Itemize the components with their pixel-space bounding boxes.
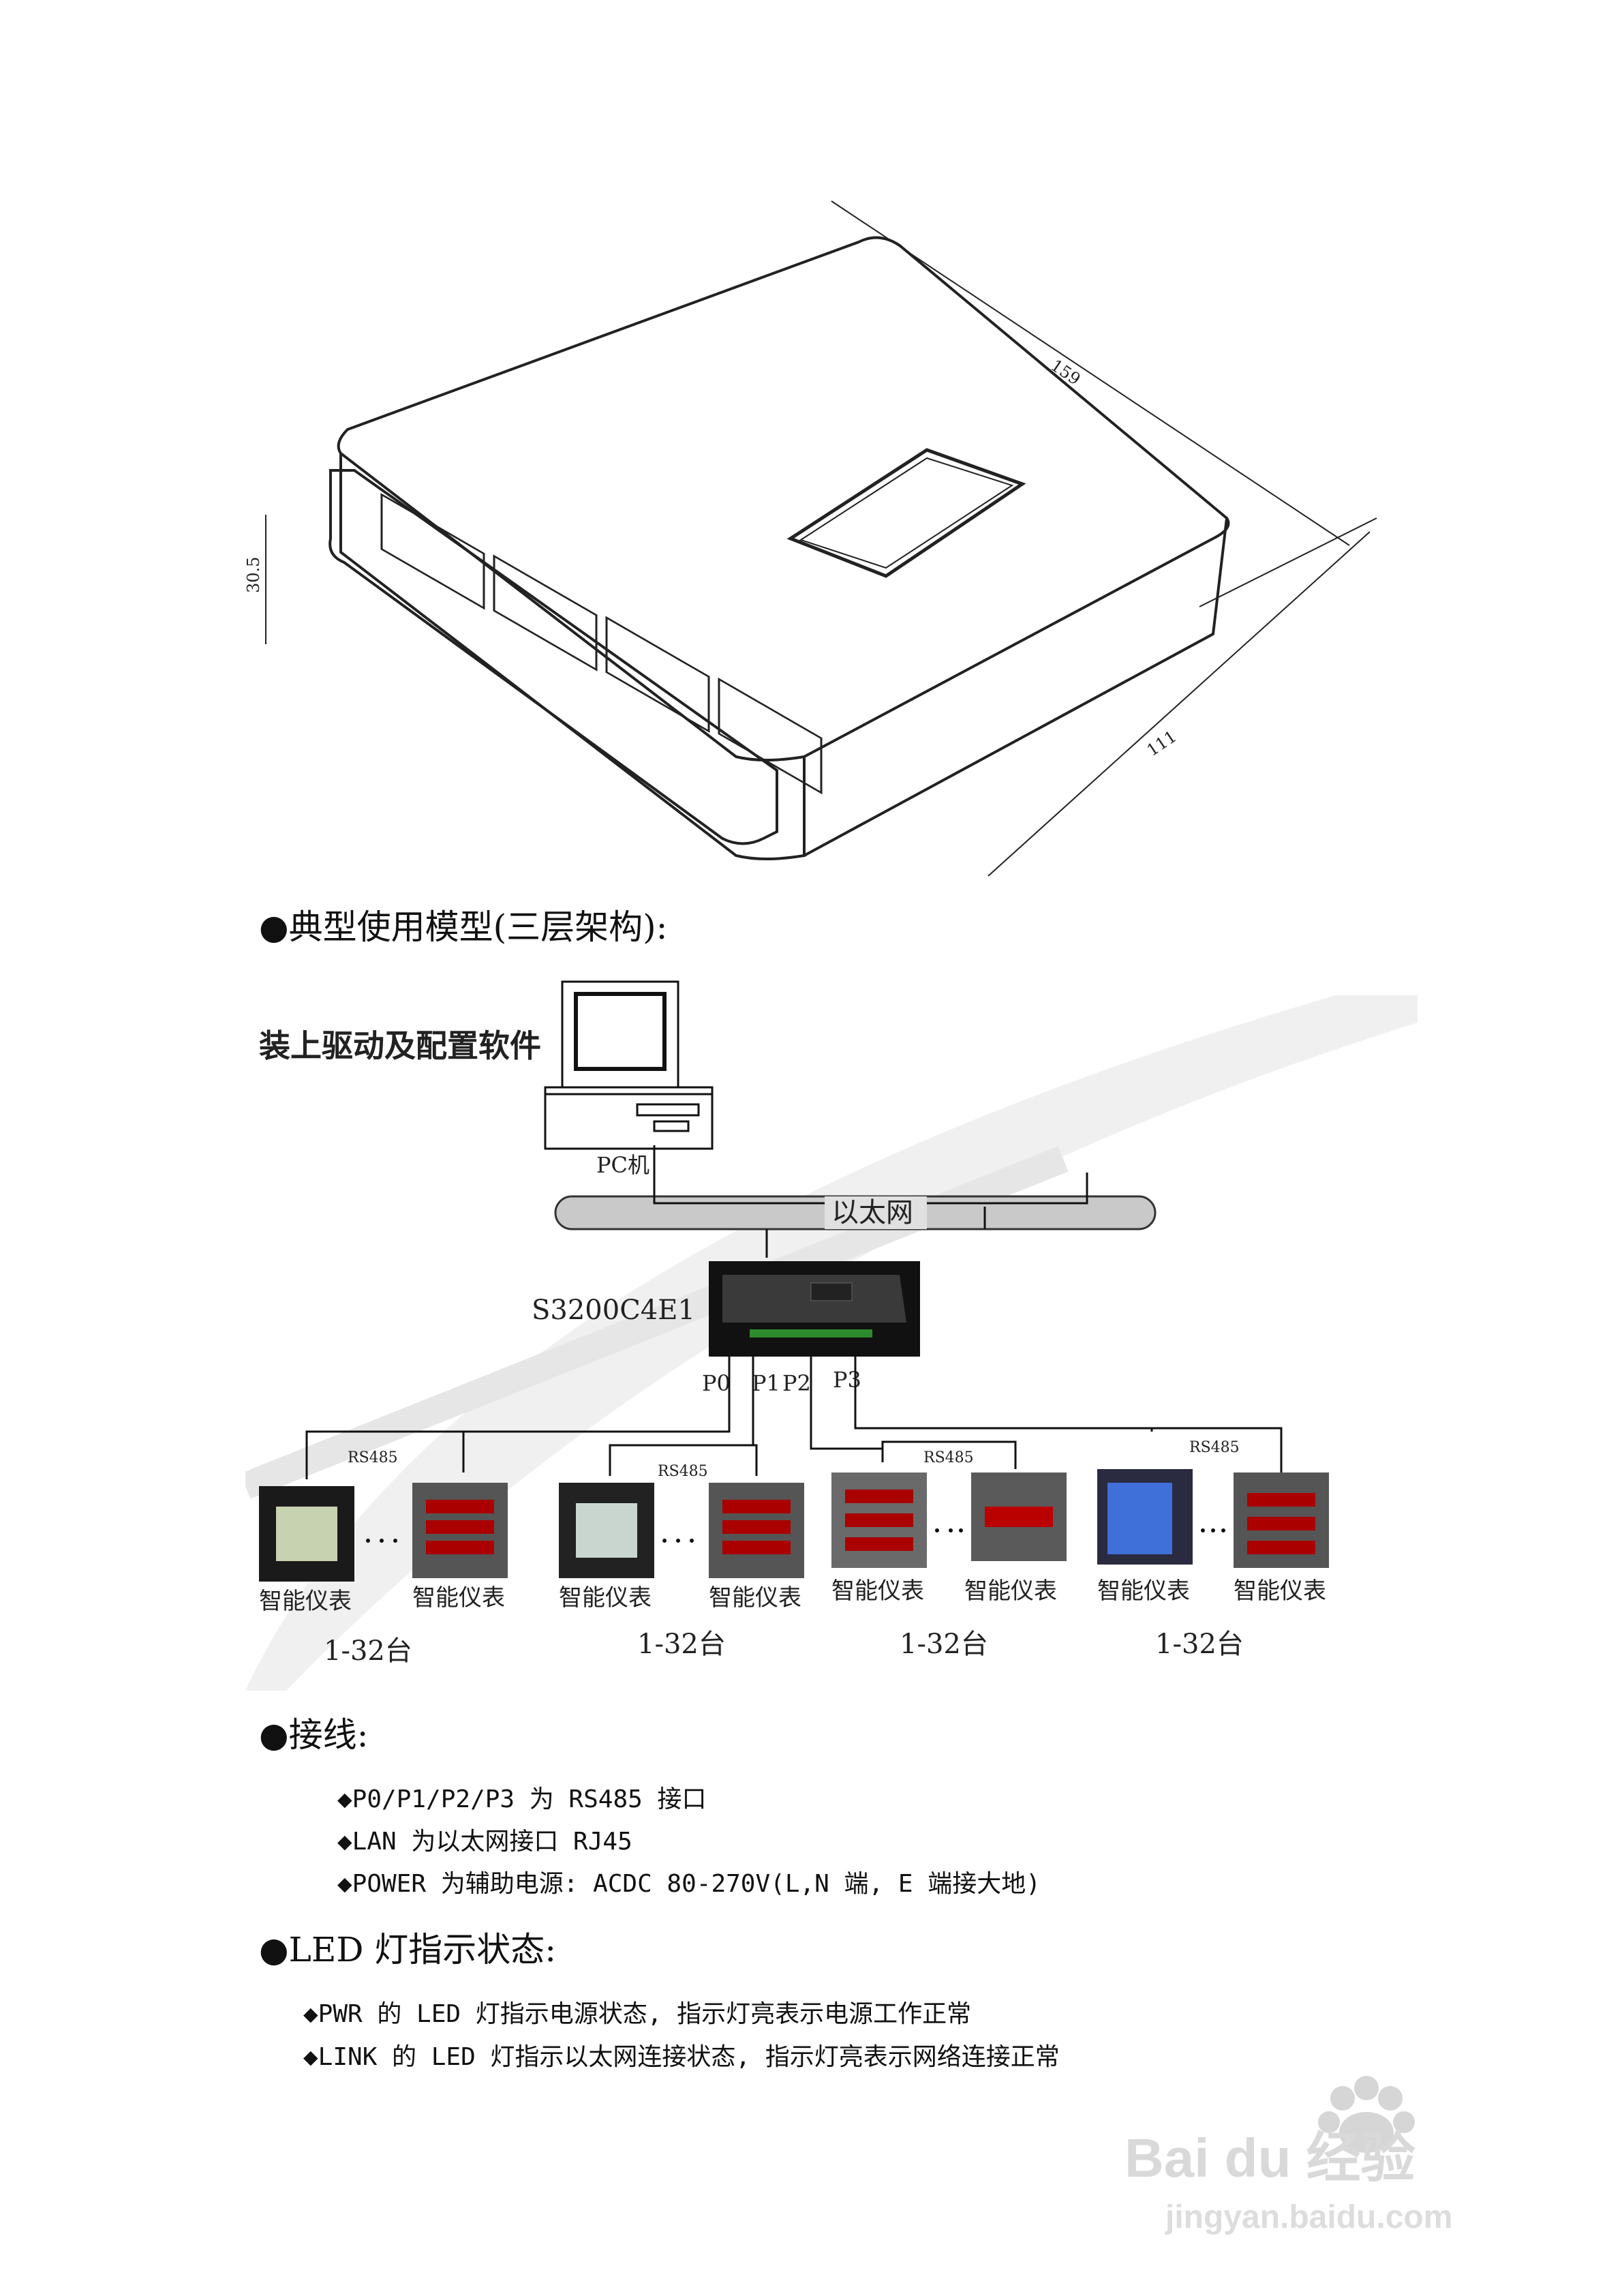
port-label-p1: P1	[752, 1370, 780, 1396]
rs485-label-3: RS485	[923, 1449, 974, 1466]
rs485-label-2: RS485	[658, 1463, 708, 1480]
ethernet-label: 以太网	[831, 1197, 913, 1228]
port-label-p0: P0	[702, 1370, 731, 1396]
rs485-label-4: RS485	[1189, 1439, 1240, 1456]
watermark-url: jingyan.baidu.com	[1165, 2199, 1452, 2235]
meter-label-6: 智能仪表	[964, 1577, 1057, 1605]
baidu-watermark: Bai du 经验 jingyan.baidu.com	[1111, 2064, 1520, 2241]
count-label-1: 1-32台	[324, 1635, 412, 1667]
model-heading: ●典型使用模型(三层架构):	[259, 900, 668, 949]
converter-device-image	[709, 1261, 920, 1357]
led-item-link: ◆LINK 的 LED 灯指示以太网连接状态, 指示灯亮表示网络连接正常	[303, 2037, 1060, 2072]
meter-image	[831, 1472, 927, 1568]
meter-label-8: 智能仪表	[1234, 1577, 1326, 1605]
meter-label-3: 智能仪表	[559, 1584, 652, 1612]
meter-label-2: 智能仪表	[412, 1584, 505, 1612]
dimension-height: 30.5	[245, 557, 263, 593]
meter-label-1: 智能仪表	[259, 1588, 352, 1615]
device-label: S3200C4E1	[532, 1295, 695, 1326]
led-heading: ●LED 灯指示状态:	[259, 1922, 556, 1972]
device-technical-drawing: 159 30.5 111	[245, 184, 1404, 900]
meter-image	[971, 1472, 1067, 1561]
meter-image	[559, 1483, 654, 1578]
watermark-brand: Bai du 经验	[1124, 2128, 1416, 2188]
port-label-p3: P3	[833, 1367, 861, 1393]
wiring-item-ports: ◆P0/P1/P2/P3 为 RS485 接口	[337, 1779, 706, 1815]
meter-image	[412, 1483, 508, 1578]
meter-label-5: 智能仪表	[831, 1577, 924, 1605]
port-label-p2: P2	[782, 1370, 811, 1396]
meter-image	[1097, 1469, 1193, 1565]
software-label: 装上驱动及配置软件	[259, 1027, 541, 1064]
wiring-item-lan: ◆LAN 为以太网接口 RJ45	[337, 1822, 632, 1857]
led-item-pwr: ◆PWR 的 LED 灯指示电源状态, 指示灯亮表示电源工作正常	[303, 1994, 971, 2029]
meter-label-4: 智能仪表	[709, 1584, 801, 1612]
meter-image	[709, 1483, 804, 1578]
wiring-item-power: ◆POWER 为辅助电源: ACDC 80-270V(L,N 端, E 端接大地…	[337, 1864, 1041, 1899]
count-label-3: 1-32台	[900, 1629, 988, 1660]
wiring-heading: ●接线:	[259, 1708, 368, 1757]
count-label-2: 1-32台	[637, 1629, 726, 1660]
rs485-label-1: RS485	[348, 1449, 398, 1466]
count-label-4: 1-32台	[1155, 1629, 1244, 1660]
meter-image	[259, 1486, 354, 1582]
architecture-diagram: 装上驱动及配置软件 PC机 以太网 S3200C4E1 P0 P1 P2 P3 …	[245, 968, 1418, 1691]
meter-image	[1234, 1472, 1329, 1568]
pc-label: PC机	[596, 1152, 649, 1178]
pc-icon	[545, 982, 712, 1149]
meter-label-7: 智能仪表	[1097, 1577, 1190, 1605]
